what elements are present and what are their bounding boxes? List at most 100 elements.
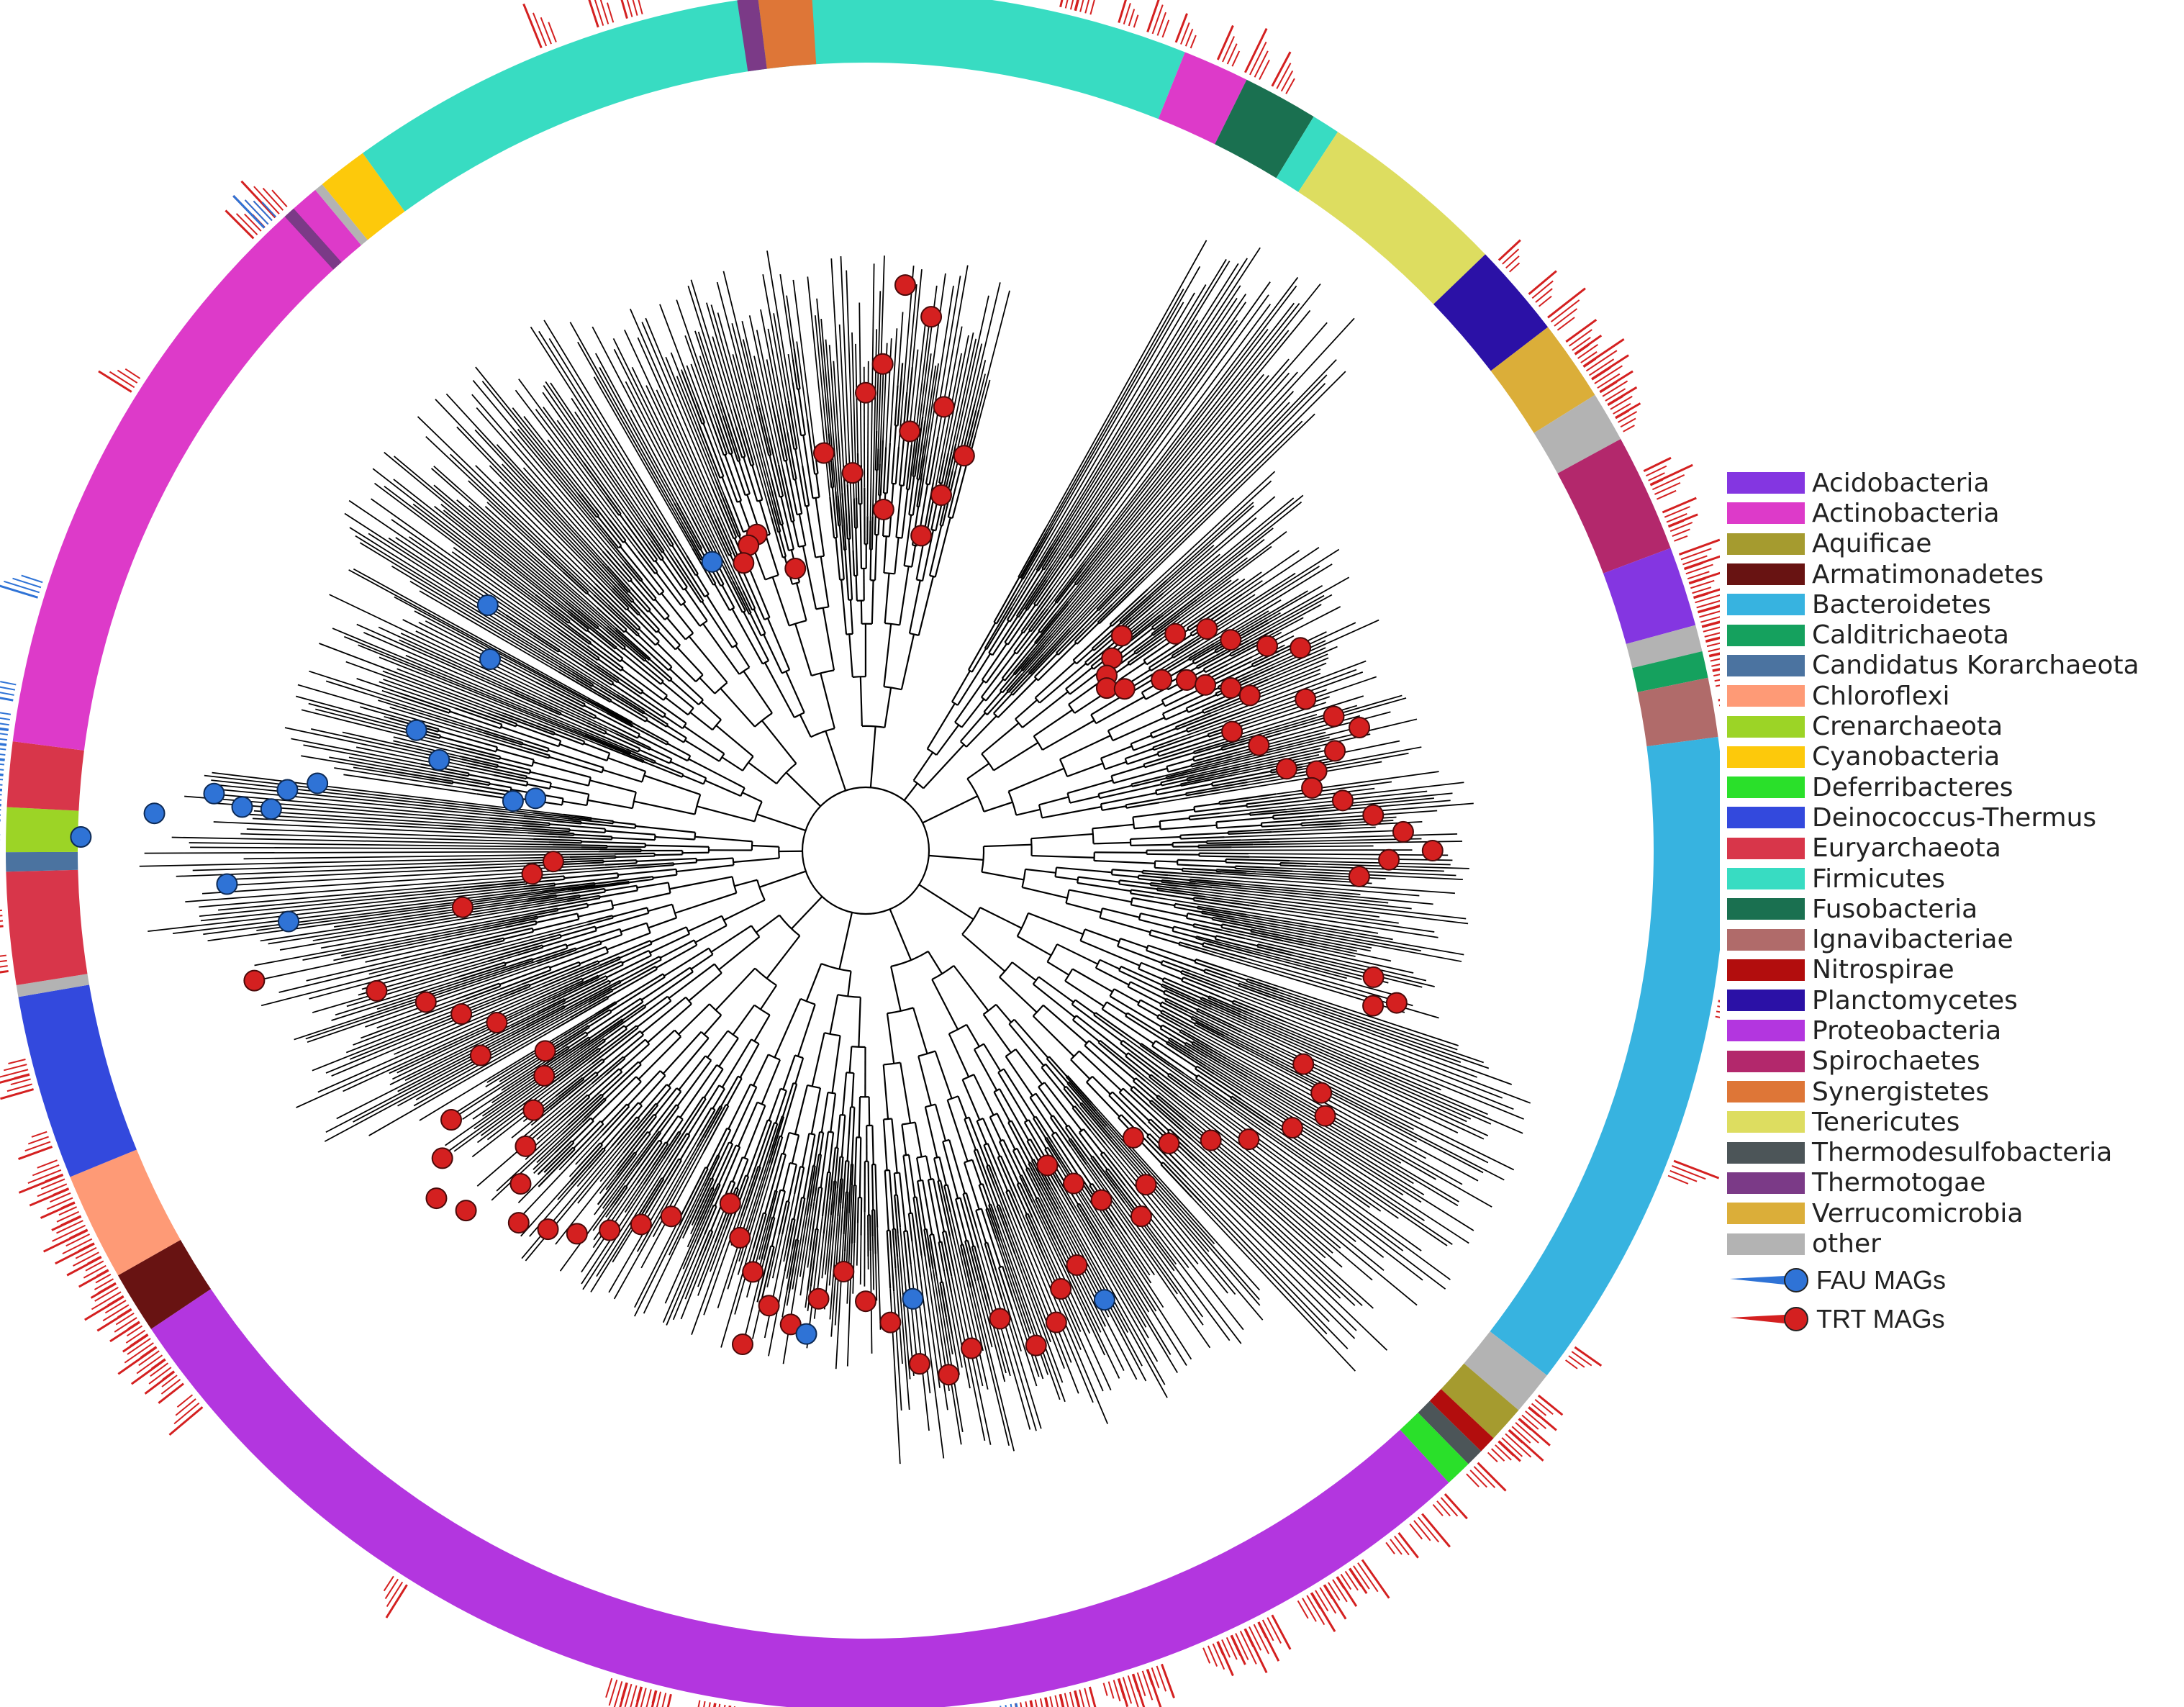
branch [605,497,620,516]
branch [1132,897,1175,907]
branch [928,854,984,861]
branch-tip [474,429,618,584]
branch [556,887,605,897]
branch [577,974,599,986]
branch-tip [399,639,507,689]
trt-mag-tick [1672,1165,1706,1180]
branch-tip [624,329,707,507]
branch [1016,1148,1028,1169]
branch-tip [1177,1095,1385,1258]
fau-mag-marker [701,551,723,573]
branch [1109,588,1148,625]
trt-mag-tick [594,0,604,26]
branch [846,1161,850,1192]
branch [1102,805,1126,812]
branch [753,1014,771,1042]
branch-tip [699,356,717,404]
branch [720,458,738,503]
branch [1196,1010,1241,1033]
branch [1095,696,1145,725]
branch [1156,1096,1200,1135]
branch [1214,665,1254,685]
branch [1067,779,1113,794]
branch [1056,943,1098,965]
branch [617,681,666,715]
branch-tip [1022,372,1290,674]
branch [639,1029,676,1064]
branch [510,1000,566,1028]
branch-tip [1248,853,1449,856]
branch-tip [365,931,504,963]
branch-arc [742,1156,748,1161]
branch [620,959,662,982]
branch [841,525,846,551]
branch [1205,643,1259,674]
branch-tip [1290,951,1435,987]
branch [1002,1139,1022,1177]
branch [851,1107,856,1164]
branch [764,662,795,718]
branch [1111,594,1147,627]
branch [742,792,763,803]
legend-swatch [1727,746,1805,768]
trt-mag-tick [1710,658,1720,662]
branch [1077,882,1131,892]
branch-tip [254,913,530,966]
trt-mag-tick [1385,1541,1395,1554]
branch-arc [1090,666,1095,670]
branch-tip [253,810,514,829]
branch-tip [1038,1223,1091,1334]
branch-tip [1113,1226,1152,1284]
branch [628,591,649,612]
branch-tip [893,1291,902,1411]
branch [622,1131,661,1181]
branch [751,844,779,848]
branch-arc [726,1127,731,1131]
branch [513,827,570,833]
branch [600,686,644,715]
branch-tip [1246,914,1393,941]
branch [992,616,1018,656]
branch [488,739,550,759]
branch-tip [172,889,531,935]
branch [624,561,642,582]
trt-mag-tick [6,1083,32,1092]
branch [458,982,500,999]
trt-mag-marker [1301,776,1323,799]
branch-tip [786,295,795,349]
branch [675,558,704,602]
trt-mag-tick [1180,22,1190,45]
branch-tip [371,498,558,633]
branch-tip [923,286,954,479]
branch [440,735,497,753]
branch-tip [782,1215,808,1364]
branch [983,691,1002,712]
branch [620,1043,650,1071]
branch [1182,977,1225,995]
ring-segment-candidatus-korarchaeota [6,851,78,872]
branch-tip [703,1177,753,1316]
branch [597,516,622,547]
branch-tip [1074,1210,1149,1339]
branch-tip [1254,1011,1441,1091]
trt-mag-tick [385,1584,408,1618]
branch-arc [631,792,637,809]
trt-mag-tick [130,1358,166,1385]
ring-segment-deinococcus-thermus [18,984,137,1177]
branch [699,677,716,694]
branch [1207,664,1228,676]
branch-tip [874,1254,878,1301]
branch-tip [974,1281,993,1348]
branch-tip [1190,970,1477,1078]
branch-tip [645,317,722,500]
branch [588,1025,638,1064]
branch [768,1088,781,1121]
branch-tip [1217,672,1321,715]
branch [598,940,651,963]
trt-mag-marker [742,1261,764,1283]
branch [805,963,823,1002]
branch [876,448,879,471]
branch-tip [974,379,991,436]
branch [899,1172,907,1231]
branch [1190,1018,1225,1037]
